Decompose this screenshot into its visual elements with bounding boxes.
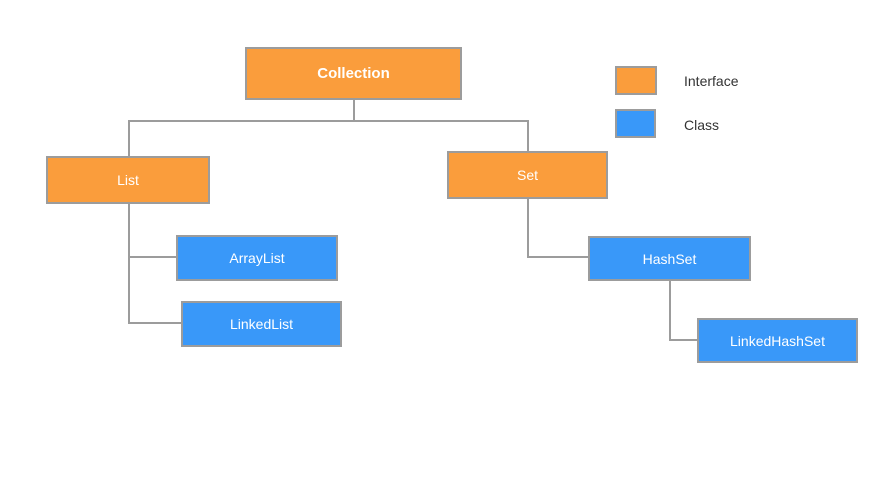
node-linkedhashset-label: LinkedHashSet [730, 332, 825, 349]
legend-swatch-class [615, 109, 656, 138]
node-linkedhashset: LinkedHashSet [697, 318, 858, 363]
node-hashset-label: HashSet [642, 250, 697, 267]
node-list: List [46, 156, 210, 204]
legend-label-interface: Interface [684, 73, 739, 89]
node-hashset: HashSet [588, 236, 751, 281]
node-linkedlist-label: LinkedList [229, 316, 294, 332]
node-linkedlist: LinkedList [181, 301, 342, 347]
connector-list-to-arraylist [128, 256, 177, 258]
connector-set-to-hashset [527, 256, 589, 258]
connector-collection-stem [353, 100, 355, 122]
connector-hashset-stem [669, 281, 671, 341]
node-list-label: List [117, 172, 139, 188]
connector-hashset-to-linkedhashset [669, 339, 698, 341]
connector-list-to-linkedlist [128, 322, 182, 324]
node-set-label: Set [516, 167, 538, 183]
connector-set-stem [527, 199, 529, 258]
connector-list-stem [128, 204, 130, 324]
connector-bus-to-list [128, 120, 130, 157]
node-arraylist: ArrayList [176, 235, 338, 281]
node-collection: Collection [245, 47, 462, 100]
node-collection-label: Collection [317, 65, 390, 82]
connector-collection-bus [128, 120, 529, 122]
legend-label-class: Class [684, 117, 720, 133]
legend-swatch-interface [615, 66, 657, 95]
node-set: Set [447, 151, 608, 199]
node-arraylist-label: ArrayList [229, 250, 285, 266]
connector-bus-to-set [527, 120, 529, 152]
